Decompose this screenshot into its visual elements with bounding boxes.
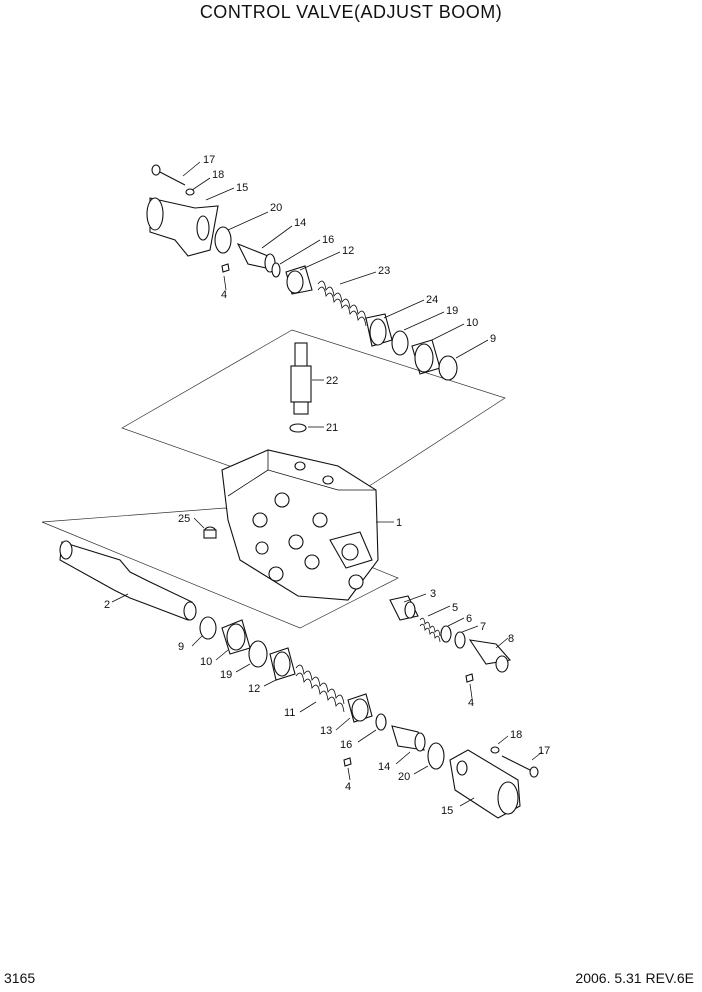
stopper-upper-24 bbox=[365, 313, 393, 347]
callout-17: 17 bbox=[538, 745, 550, 757]
valve-body-1 bbox=[221, 449, 379, 601]
stopper-lower-13 bbox=[347, 693, 373, 723]
callout-19: 19 bbox=[220, 669, 232, 681]
pin-lower-4 bbox=[343, 757, 352, 767]
callout-12: 12 bbox=[248, 683, 260, 695]
o-ring-upper-20 bbox=[214, 226, 232, 254]
callout-14: 14 bbox=[378, 761, 390, 773]
cover-upper bbox=[146, 197, 219, 257]
o-ring-upper-16 bbox=[271, 262, 281, 278]
cover-lower-15 bbox=[449, 749, 521, 819]
callout-7: 7 bbox=[480, 621, 486, 633]
callout-22: 22 bbox=[326, 375, 338, 387]
plug-upper-12 bbox=[285, 265, 313, 295]
plug-upper-10 bbox=[411, 339, 441, 375]
callout-14: 14 bbox=[294, 217, 306, 229]
callout-2: 2 bbox=[104, 599, 110, 611]
callout-15: 15 bbox=[236, 182, 248, 194]
backup-ring-upper-9 bbox=[438, 355, 458, 381]
callout-4: 4 bbox=[345, 781, 351, 793]
callout-3: 3 bbox=[430, 588, 436, 600]
spring-upper-23 bbox=[317, 280, 367, 327]
callout-4: 4 bbox=[468, 697, 474, 709]
callout-12: 12 bbox=[342, 245, 354, 257]
callout-20: 20 bbox=[398, 771, 410, 783]
o-ring-upper-19 bbox=[391, 330, 409, 356]
spring-seat-upper-14 bbox=[236, 242, 277, 273]
callout-6: 6 bbox=[466, 613, 472, 625]
callout-16: 16 bbox=[322, 234, 334, 246]
washer-lower bbox=[490, 746, 500, 754]
page-number: 3165 bbox=[4, 970, 36, 986]
o-ring-lower-19 bbox=[248, 640, 268, 668]
callout-13: 13 bbox=[320, 725, 332, 737]
leader-lines bbox=[111, 161, 543, 807]
callout-23: 23 bbox=[378, 265, 390, 277]
bolt-upper bbox=[151, 164, 186, 186]
callout-numbers: 17 18 15 20 14 16 12 4 23 24 19 10 9 22 … bbox=[104, 154, 550, 817]
callout-9: 9 bbox=[178, 641, 184, 653]
plug-8 bbox=[468, 639, 512, 673]
callout-25: 25 bbox=[178, 513, 190, 525]
plug-lower-10 bbox=[221, 619, 251, 655]
callout-9: 9 bbox=[490, 333, 496, 345]
pin-right-4 bbox=[465, 673, 474, 683]
plug-lower-12 bbox=[269, 647, 296, 681]
bolt-lower bbox=[501, 755, 539, 778]
relief-valve-22 bbox=[290, 342, 312, 415]
o-ring-lower-16 bbox=[375, 713, 387, 731]
page-title: CONTROL VALVE(ADJUST BOOM) bbox=[199, 2, 503, 22]
callout-18: 18 bbox=[212, 169, 224, 181]
main-spool-2 bbox=[59, 540, 197, 621]
callout-5: 5 bbox=[452, 602, 458, 614]
callout-4: 4 bbox=[221, 289, 227, 301]
pin-upper-4 bbox=[221, 263, 230, 273]
callout-8: 8 bbox=[508, 633, 514, 645]
callout-16: 16 bbox=[340, 739, 352, 751]
callout-15: 15 bbox=[441, 805, 453, 817]
callout-10: 10 bbox=[466, 317, 478, 329]
backup-ring-lower-9 bbox=[199, 616, 217, 640]
callout-19: 19 bbox=[446, 305, 458, 317]
plug-25 bbox=[203, 526, 217, 539]
callout-1: 1 bbox=[396, 517, 402, 529]
o-ring-lower-20 bbox=[427, 742, 445, 770]
spring-seat-lower-14 bbox=[391, 725, 426, 752]
ring-7 bbox=[454, 631, 466, 649]
callout-11: 11 bbox=[284, 707, 295, 719]
callout-10: 10 bbox=[200, 656, 212, 668]
spring-lower-11 bbox=[295, 664, 345, 713]
revision-date: 2006. 5.31 REV.6E bbox=[575, 970, 694, 986]
o-ring-21 bbox=[289, 423, 307, 433]
spring-5 bbox=[419, 617, 441, 643]
poppet-3 bbox=[389, 595, 419, 621]
callout-21: 21 bbox=[326, 422, 338, 434]
callout-20: 20 bbox=[270, 202, 282, 214]
callout-17: 17 bbox=[203, 154, 215, 166]
o-ring-6 bbox=[440, 625, 452, 643]
callout-18: 18 bbox=[510, 729, 522, 741]
washer-upper bbox=[185, 188, 195, 196]
callout-24: 24 bbox=[426, 294, 438, 306]
lower-assembly-frame bbox=[41, 507, 399, 629]
